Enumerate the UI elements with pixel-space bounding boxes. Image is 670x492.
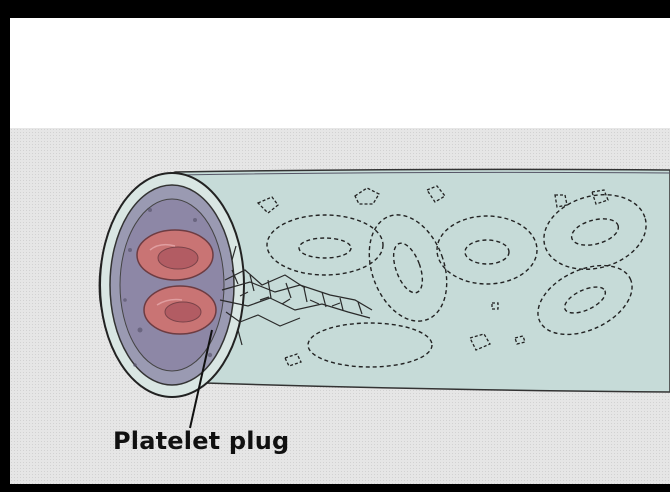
red-blood-cell-icon — [137, 230, 213, 280]
red-blood-cell-icon — [144, 286, 216, 334]
platelet-plug-label: Platelet plug — [113, 427, 289, 455]
